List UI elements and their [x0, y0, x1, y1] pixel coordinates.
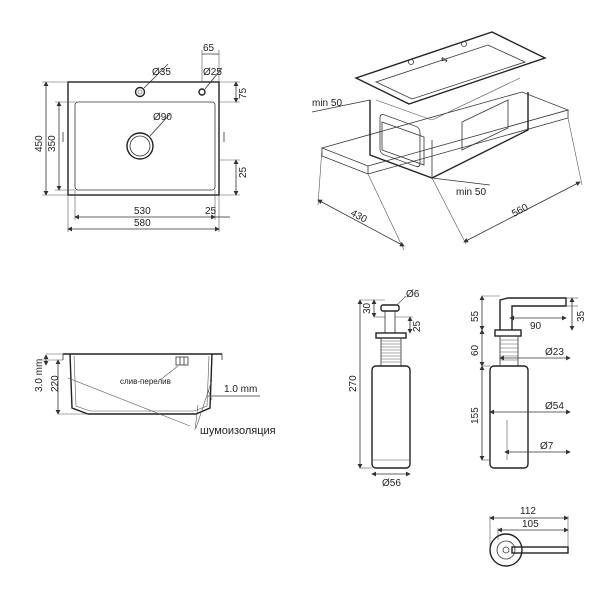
dim-112: 112: [520, 506, 536, 517]
dim-430: 430: [349, 208, 369, 226]
sink-top-view: Ø35 Ø25 65 Ø90 450 350 75 25 530 25 580: [34, 43, 249, 232]
dim-d7: Ø7: [540, 441, 554, 452]
dim-220: 220: [50, 375, 61, 392]
dim-d54: Ø54: [545, 401, 564, 412]
bowl-window-left: [381, 121, 425, 166]
sink-rim: [354, 31, 547, 105]
side-bottle: [489, 365, 529, 469]
min50-leader-right: [431, 177, 491, 186]
bowl-window-right: [461, 99, 509, 151]
dim-min50-right: min 50: [456, 187, 486, 198]
overflow-fitting: [175, 356, 189, 366]
dim-d35: Ø35: [152, 67, 171, 78]
section-bowl: [69, 353, 213, 415]
top-spout: [511, 546, 569, 554]
pump-neck: [384, 310, 396, 334]
dim-35: 35: [576, 310, 587, 322]
sink-bowl-top: [374, 44, 527, 100]
sink-bowl-outline: [74, 101, 216, 191]
sink-section-view: 3.0 mm 220 1.0 mm слив-перелив шумоизоля…: [34, 353, 276, 437]
dim-65: 65: [203, 43, 215, 54]
side-thread: [499, 335, 519, 367]
note-insulation: шумоизоляция: [200, 425, 276, 437]
sink-outer-outline: [67, 81, 220, 196]
dispenser-front-view: 270 30 Ø6 25 Ø56: [348, 289, 423, 489]
dim-25: 25: [412, 320, 423, 332]
dim-3mm: 3.0 mm: [34, 359, 45, 392]
dim-75: 75: [238, 87, 249, 99]
dispenser-top-view: 112 105: [489, 506, 569, 567]
dispenser-side-view: 55 60 155 90 35 Ø23 Ø54 Ø7: [470, 295, 587, 469]
dim-350: 350: [47, 135, 58, 152]
dim-d90: Ø90: [153, 112, 172, 123]
dim-60: 60: [470, 344, 481, 356]
dim-560: 560: [510, 202, 530, 220]
dim-25-side: 25: [238, 166, 249, 178]
dim-450: 450: [34, 135, 45, 152]
top-flange-outer: [489, 533, 523, 567]
dim-55: 55: [470, 310, 481, 322]
dim-90: 90: [530, 321, 542, 332]
dim-30: 30: [362, 302, 373, 314]
top-flange-inner: [496, 540, 516, 560]
sink-bowl-body: [369, 92, 529, 179]
dispenser-hole: [198, 88, 206, 96]
dispenser-bottle: [371, 365, 411, 469]
min50-leader-left: [311, 99, 371, 113]
dim-270: 270: [348, 375, 359, 392]
dim-105: 105: [522, 519, 539, 530]
dim-line-430: [317, 199, 405, 247]
dim-min50-left: min 50: [312, 98, 342, 109]
sink-isometric-view: ⇆ min 50 min 50 430 560: [311, 31, 583, 251]
note-overflow: слив-перелив: [120, 377, 171, 386]
dim-d6: Ø6: [406, 289, 420, 300]
dispenser-mark: ⇆: [441, 55, 448, 64]
drain-hole: [126, 132, 154, 160]
countertop-top: [320, 91, 570, 167]
dim-d23: Ø23: [545, 347, 564, 358]
dim-155: 155: [470, 407, 481, 424]
tap-hole: [134, 86, 146, 98]
dim-line-560: [463, 181, 581, 243]
pump-flange: [375, 332, 407, 339]
dim-d25: Ø25: [203, 67, 222, 78]
dim-d56: Ø56: [382, 478, 401, 489]
dim-25-bottom: 25: [205, 206, 217, 217]
dim-1mm: 1.0 mm: [224, 384, 257, 395]
side-flange: [494, 329, 522, 337]
dim-580: 580: [134, 218, 151, 229]
dim-530: 530: [134, 206, 151, 217]
